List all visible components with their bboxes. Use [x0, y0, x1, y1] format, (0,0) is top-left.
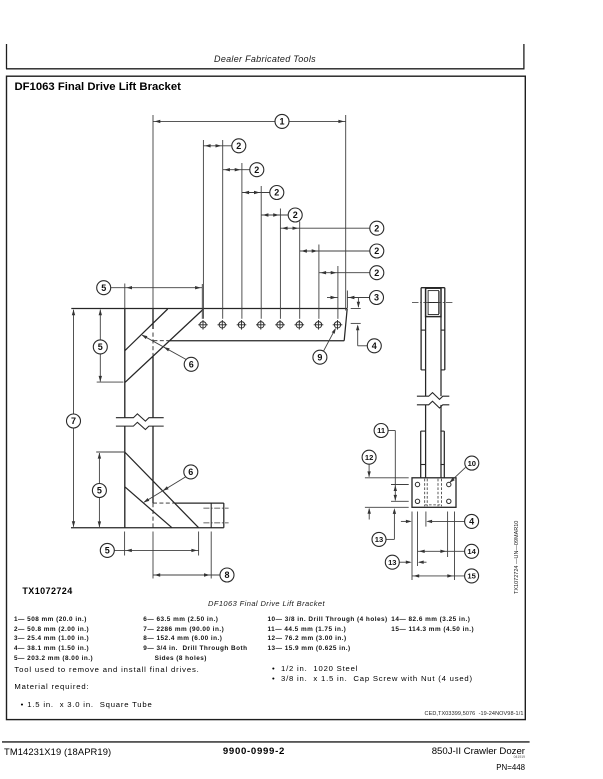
svg-text:4: 4 [469, 517, 474, 527]
svg-text:11: 11 [377, 426, 386, 435]
svg-text:10: 10 [468, 459, 476, 468]
svg-text:5: 5 [105, 546, 110, 556]
svg-text:5: 5 [101, 283, 106, 293]
svg-text:2: 2 [293, 210, 298, 220]
svg-text:2: 2 [374, 246, 379, 256]
svg-text:4: 4 [372, 341, 377, 351]
svg-text:14: 14 [467, 547, 476, 556]
svg-text:6: 6 [188, 467, 193, 477]
svg-text:13: 13 [388, 558, 396, 567]
svg-text:2: 2 [274, 188, 279, 198]
svg-text:8: 8 [224, 570, 229, 580]
svg-text:3: 3 [374, 293, 379, 303]
svg-text:2: 2 [374, 223, 379, 233]
svg-text:9: 9 [317, 352, 322, 362]
svg-text:7: 7 [71, 416, 76, 426]
svg-text:15: 15 [467, 572, 476, 581]
svg-text:5: 5 [97, 486, 102, 496]
svg-text:2: 2 [254, 165, 259, 175]
svg-text:5: 5 [98, 342, 103, 352]
svg-text:13: 13 [375, 535, 383, 544]
svg-text:12: 12 [365, 453, 373, 462]
svg-text:1: 1 [279, 117, 284, 127]
svg-text:2: 2 [374, 268, 379, 278]
svg-text:2: 2 [236, 141, 241, 151]
svg-text:6: 6 [189, 360, 194, 370]
